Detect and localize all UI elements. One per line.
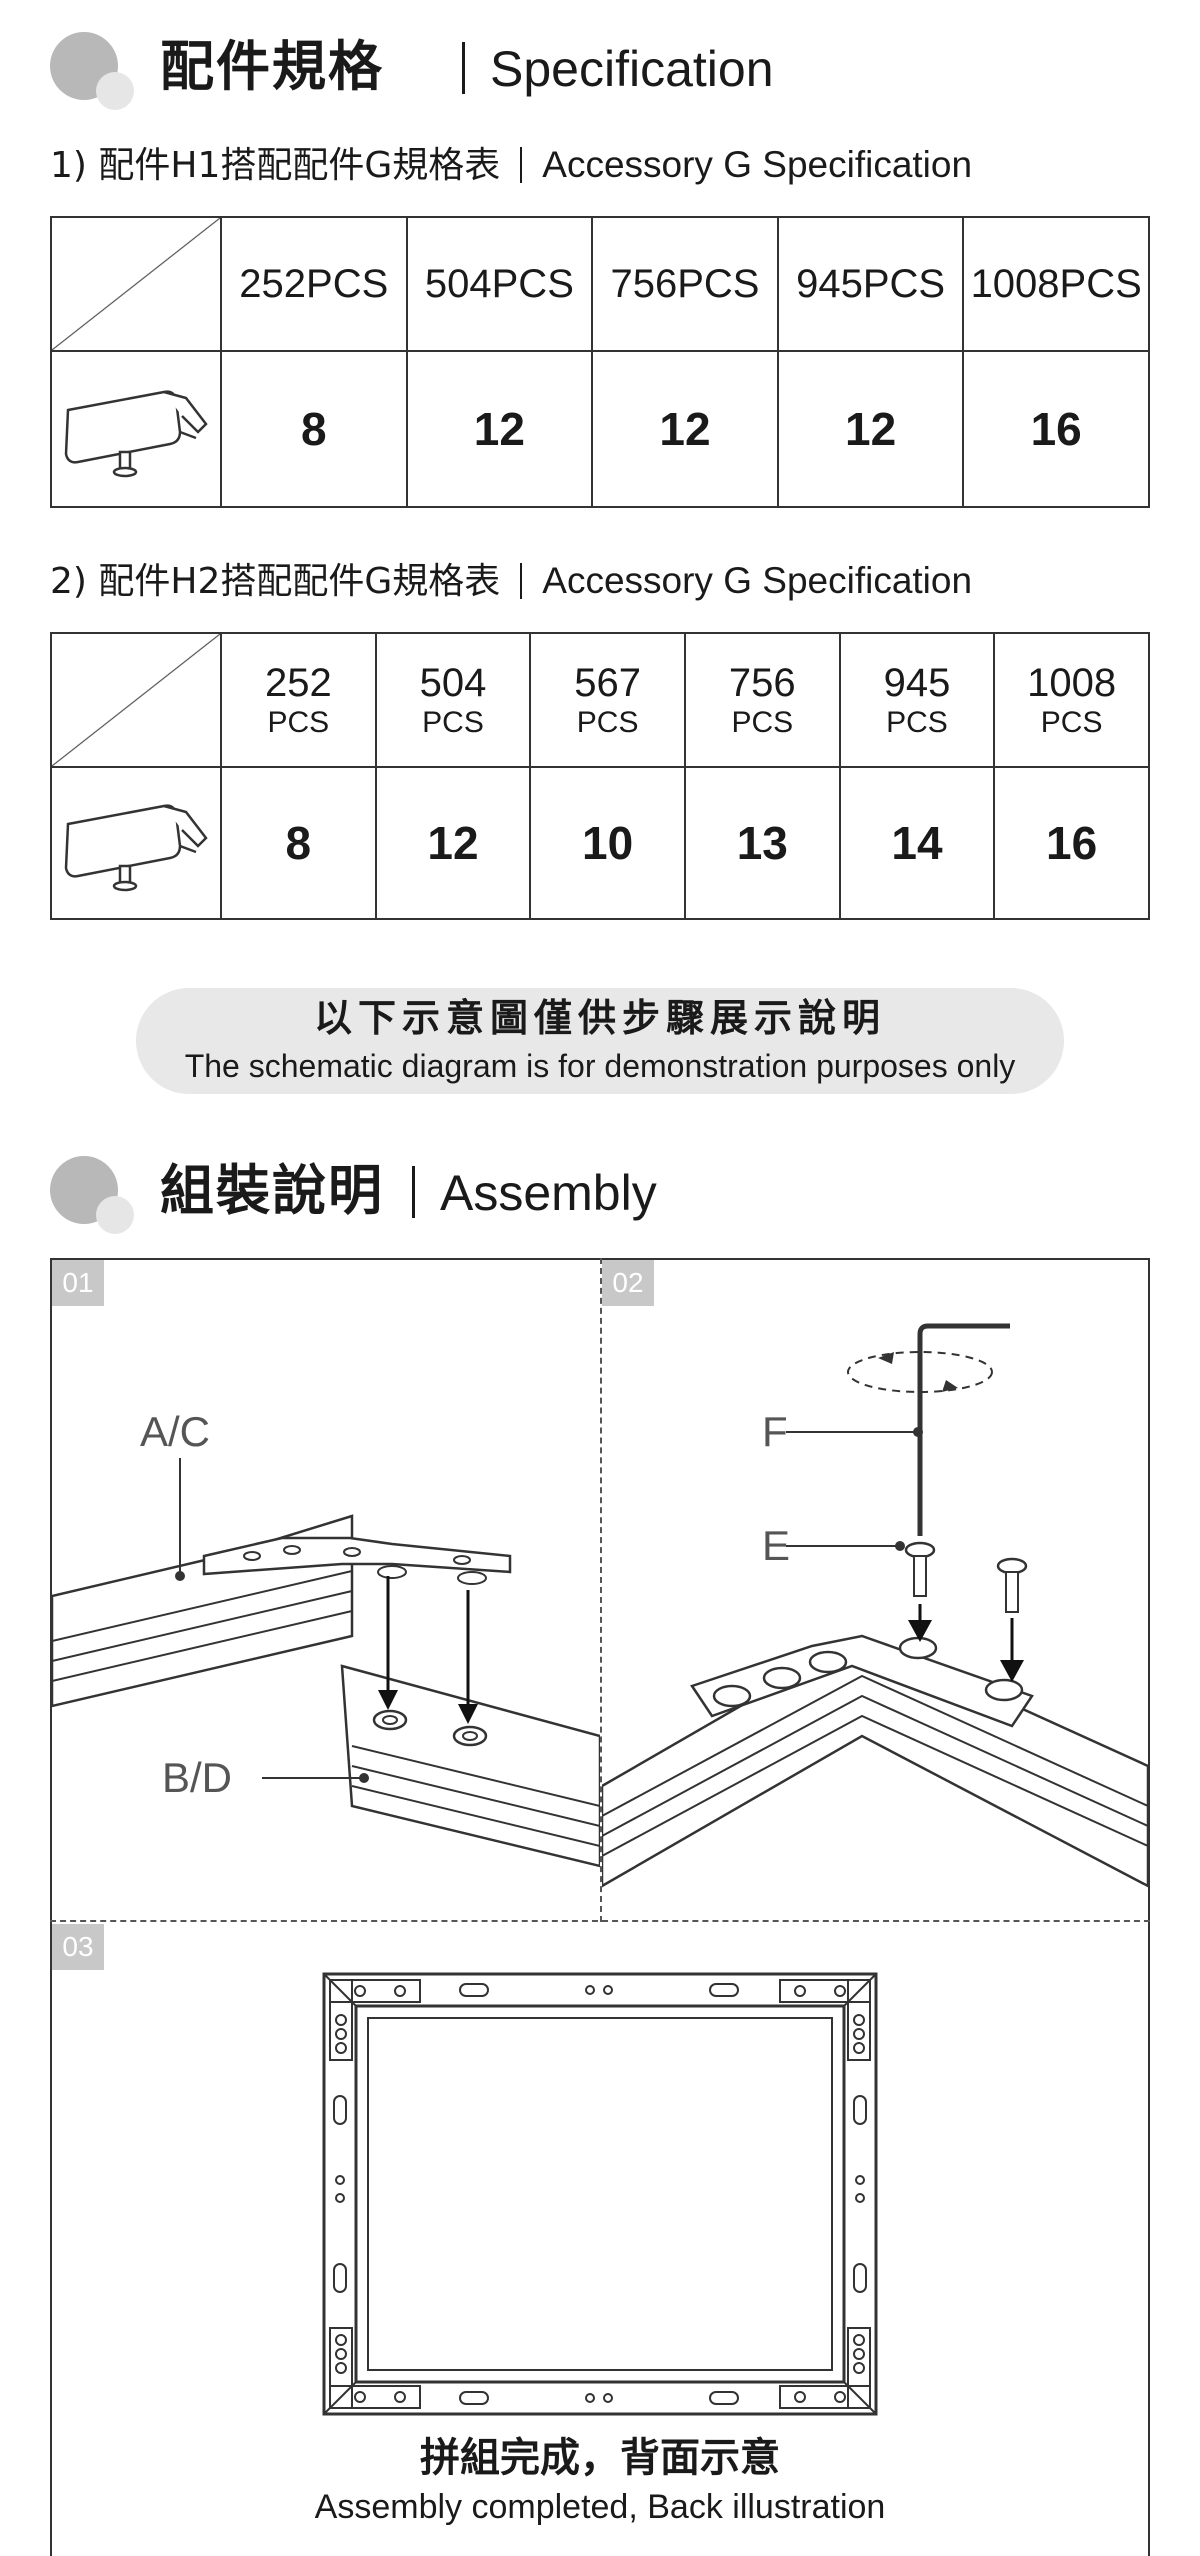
spec-table-1: 252PCS 504PCS 756PCS 945PCS 1008PCS 8 12…: [50, 216, 1150, 508]
table-row: 8 12 10 13 14 16: [50, 766, 1150, 920]
header-unit: PCS: [422, 706, 484, 739]
step-02-illustration: F E: [602, 1323, 1148, 1888]
header-number: 1008: [1027, 661, 1117, 705]
header-number: 567: [574, 661, 642, 705]
completed-caption-en: Assembly completed, Back illustration: [314, 2488, 886, 2526]
header-unit: PCS: [886, 706, 948, 739]
table1-title-zh: 1) 配件H1搭配配件G規格表: [50, 145, 501, 186]
bracket-cell: [50, 766, 222, 920]
table-value-cell: 14: [838, 766, 996, 920]
decor-circle-small: [96, 72, 134, 110]
notice-zh: 以下示意圖僅供步驟展示說明: [313, 996, 886, 1040]
assembly-title-zh: 組裝說明: [160, 1159, 384, 1222]
assembly-title-en: Assembly: [440, 1165, 657, 1221]
diagonal-corner-cell: [50, 632, 222, 768]
label-b-d: B/D: [162, 1754, 232, 1801]
table-value-cell: 12: [374, 766, 532, 920]
table-header-cell: 252PCS: [220, 216, 408, 352]
table-row: 252PCS 504PCS 756PCS 945PCS 1008PCS: [50, 216, 1150, 352]
table-value-cell: 12: [776, 350, 965, 508]
hex-key-icon: [847, 1323, 1010, 1536]
step-number-02: 02: [602, 1260, 654, 1306]
spec-section-header: 配件規格 Specification: [50, 28, 1150, 110]
table-header-cell: 945PCS: [776, 216, 965, 352]
frame-back-icon: [322, 1972, 878, 2416]
bracket-cell: [50, 350, 222, 508]
table-value-cell: 12: [591, 350, 779, 508]
table-header-cell: 504PCS: [405, 216, 594, 352]
bracket-icon: [64, 804, 208, 892]
header-number: 504: [419, 661, 487, 705]
title-divider: [520, 147, 523, 183]
table-value-cell: 13: [683, 766, 841, 920]
table-value-cell: 12: [405, 350, 594, 508]
table-row: 8 12 12 12 16: [50, 350, 1150, 508]
header-number: 945: [883, 661, 951, 705]
table-header-cell: 1008PCS: [962, 216, 1150, 352]
screw-icon: [904, 1541, 1028, 1613]
table2-title-en: Accessory G Specification: [542, 560, 973, 601]
header-number: 756: [728, 661, 796, 705]
step-number-03: 03: [52, 1924, 104, 1970]
bracket-icon: [64, 390, 208, 478]
header-unit: PCS: [576, 706, 639, 739]
table-value-cell: 16: [962, 350, 1150, 508]
screw-head-icon: [712, 1650, 848, 1708]
spec-title-zh: 配件規格: [160, 35, 384, 98]
header-unit: PCS: [267, 706, 330, 739]
title-divider: [520, 563, 523, 599]
table-value-cell: 16: [993, 766, 1150, 920]
label-a-c: A/C: [140, 1408, 210, 1455]
step-01-illustration: A/C B/D: [52, 1408, 600, 1868]
step-number-01: 01: [52, 1260, 104, 1306]
table1-title: 1) 配件H1搭配配件G規格表 Accessory G Specification: [50, 140, 972, 191]
table1-title-en: Accessory G Specification: [542, 144, 973, 185]
header-unit: PCS: [1040, 706, 1103, 739]
table2-title: 2) 配件H2搭配配件G規格表 Accessory G Specification: [50, 556, 972, 607]
label-e: E: [762, 1522, 790, 1569]
panel-divider-horizontal: [50, 1920, 1150, 1922]
assembly-section-header: 組裝說明 Assembly: [50, 1152, 1150, 1234]
title-divider: [462, 42, 465, 94]
table-header-cell: 756PCS: [591, 216, 779, 352]
decor-circle-small: [96, 1196, 134, 1234]
header-unit: PCS: [731, 706, 794, 739]
label-f: F: [762, 1408, 788, 1455]
table-value-cell: 8: [220, 766, 377, 920]
table2-title-zh: 2) 配件H2搭配配件G規格表: [50, 561, 501, 602]
notice-en: The schematic diagram is for demonstrati…: [184, 1048, 1016, 1084]
title-divider: [412, 1166, 415, 1218]
panel-divider-vertical: [600, 1258, 602, 1922]
table-value-cell: 10: [529, 766, 686, 920]
spec-title-en: Specification: [490, 41, 774, 97]
table-value-cell: 8: [220, 350, 408, 508]
demo-notice: 以下示意圖僅供步驟展示說明 The schematic diagram is f…: [136, 988, 1064, 1094]
completed-caption-zh: 拼組完成，背面示意: [420, 2435, 780, 2481]
header-number: 252: [264, 661, 332, 705]
diagonal-corner-cell: [50, 216, 222, 352]
